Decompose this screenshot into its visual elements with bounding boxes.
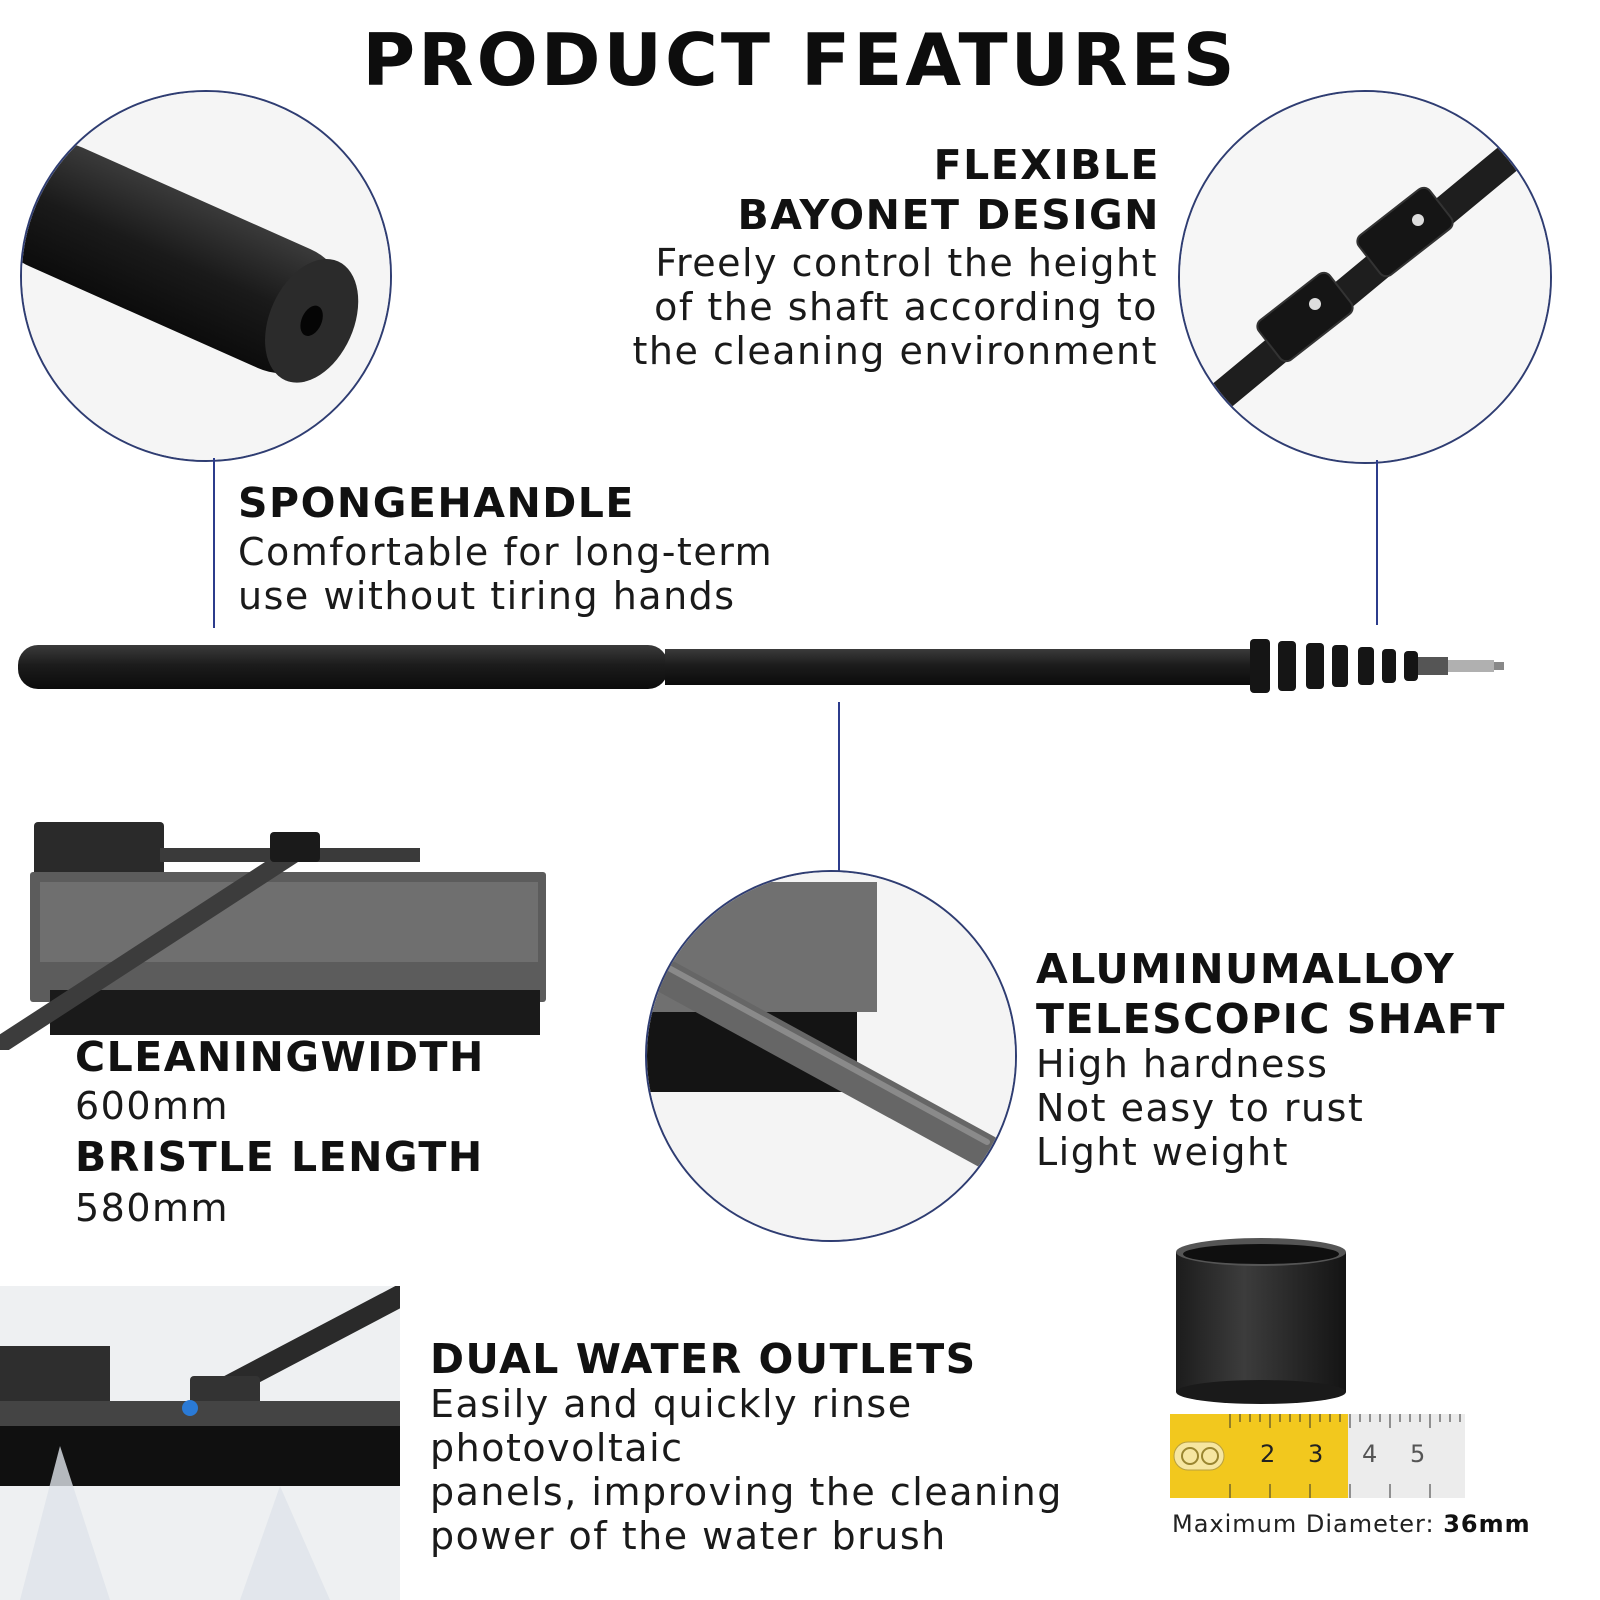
bayonet-heading-line1: FLEXIBLE xyxy=(933,141,1160,189)
shaft-desc-line2: Not easy to rust xyxy=(1036,1086,1365,1130)
tape-number-4: 4 xyxy=(1362,1440,1378,1468)
tape-number-2: 2 xyxy=(1260,1440,1276,1468)
cleaning-width-heading: CLEANINGWIDTH xyxy=(75,1033,485,1081)
bayonet-connector-line xyxy=(1376,460,1378,625)
sponge-handle-closeup xyxy=(20,90,392,462)
shaft-heading-line2: TELESCOPIC SHAFT xyxy=(1036,995,1506,1043)
outlets-desc-line2: panels, improving the cleaning xyxy=(430,1470,1063,1514)
bayonet-desc-line1: Freely control the height xyxy=(655,241,1158,285)
shaft-closeup-image xyxy=(647,872,1015,1240)
bayonet-clamp-image xyxy=(1180,92,1550,462)
outlets-heading: DUAL WATER OUTLETS xyxy=(430,1335,977,1383)
outlets-desc-line3: power of the water brush xyxy=(430,1514,947,1558)
tape-number-3: 3 xyxy=(1308,1440,1324,1468)
water-outlet-image xyxy=(0,1286,400,1600)
page-title: PRODUCT FEATURES xyxy=(362,18,1238,102)
sponge-handle-heading: SPONGEHANDLE xyxy=(238,479,635,527)
shaft-heading-line1: ALUMINUMALLOY xyxy=(1036,945,1456,993)
shaft-desc-line3: Light weight xyxy=(1036,1130,1290,1174)
bayonet-desc-line3: the cleaning environment xyxy=(632,329,1158,373)
bayonet-closeup xyxy=(1178,90,1552,464)
bayonet-heading-line2: BAYONET DESIGN xyxy=(737,191,1160,239)
measuring-tape-image xyxy=(1170,1414,1465,1498)
bristle-length-value: 580mm xyxy=(75,1186,230,1230)
sponge-connector-line xyxy=(213,458,215,628)
diameter-label: Maximum Diameter: xyxy=(1172,1510,1435,1538)
tube-diameter-image xyxy=(1176,1238,1346,1404)
tape-number-5: 5 xyxy=(1410,1440,1426,1468)
sponge-handle-desc-line2: use without tiring hands xyxy=(238,574,736,618)
sponge-handle-desc-line1: Comfortable for long-term xyxy=(238,530,774,574)
shaft-connector-line xyxy=(838,702,840,872)
shaft-closeup xyxy=(645,870,1017,1242)
bayonet-desc-line2: of the shaft according to xyxy=(654,285,1158,329)
outlets-desc-line1: Easily and quickly rinse photovoltaic xyxy=(430,1382,913,1470)
measuring-tape: 2 3 4 5 xyxy=(1170,1414,1465,1498)
shaft-desc-line1: High hardness xyxy=(1036,1042,1329,1086)
telescopic-pole-image xyxy=(18,639,1504,693)
cleaning-width-value: 600mm xyxy=(75,1084,230,1128)
sponge-handle-image xyxy=(22,92,390,460)
bristle-length-heading: BRISTLE LENGTH xyxy=(75,1133,484,1181)
brush-head-image xyxy=(0,822,546,1050)
diameter-value: 36mm xyxy=(1443,1510,1531,1538)
diameter-caption: Maximum Diameter: 36mm xyxy=(1172,1510,1592,1538)
